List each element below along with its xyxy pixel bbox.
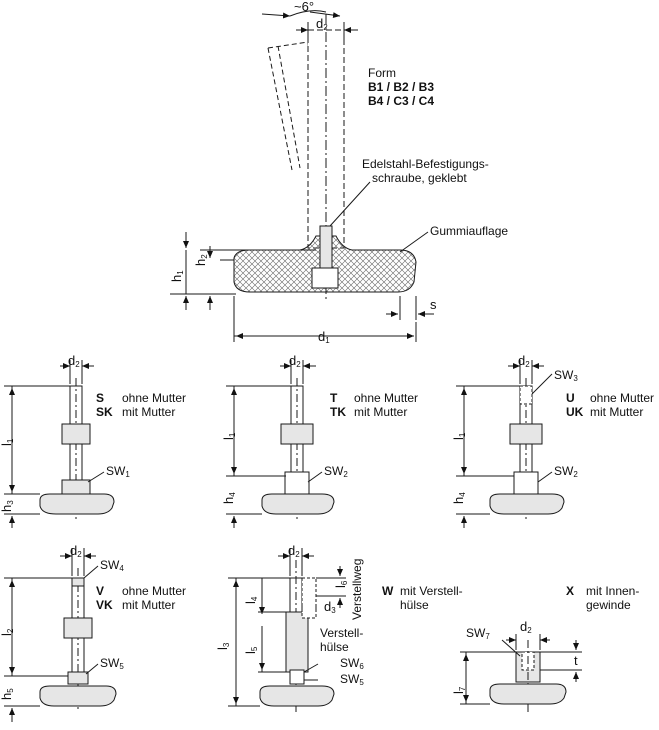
- x-t: t: [574, 653, 578, 668]
- w-l4: l4: [243, 596, 259, 604]
- s-d2: d2: [68, 353, 80, 370]
- h1-label: h1: [169, 270, 185, 282]
- sub-view-v: [4, 548, 117, 722]
- x-d2: d2: [520, 619, 532, 636]
- s-l1: l1: [0, 438, 15, 446]
- x-sw7: SW7: [466, 626, 490, 641]
- u-code: U: [566, 391, 575, 405]
- vk-code: VK: [96, 598, 113, 612]
- uk-text: mit Mutter: [590, 405, 644, 419]
- x-code: X: [566, 584, 575, 598]
- tk-code: TK: [330, 405, 346, 419]
- d2-label-top: d2: [316, 16, 328, 33]
- u-d2: d2: [518, 353, 530, 370]
- w-caption-2: hülse: [400, 598, 429, 612]
- v-code: V: [96, 584, 105, 598]
- v-d2: d2: [70, 543, 82, 560]
- t-d2: d2: [289, 353, 301, 370]
- w-d2: d2: [288, 543, 300, 560]
- s-text: ohne Mutter: [122, 391, 187, 405]
- w-sw5: SW5: [340, 672, 364, 687]
- v-h5: h5: [0, 688, 15, 700]
- t-text: ohne Mutter: [354, 391, 419, 405]
- sub-view-w: [228, 548, 346, 712]
- main-foot-view: [170, 10, 434, 342]
- form-label: Form: [368, 66, 396, 80]
- tk-text: mit Mutter: [354, 405, 408, 419]
- t-code: T: [330, 391, 338, 405]
- h2-label: h2: [193, 254, 209, 266]
- screw-label-2: schraube, geklebt: [372, 171, 467, 185]
- w-code: W: [382, 584, 394, 598]
- v-text: ohne Mutter: [122, 584, 187, 598]
- w-d3: d3: [324, 599, 336, 616]
- w-sleeve-1: Verstell-: [320, 626, 364, 640]
- s-label: s: [430, 297, 437, 312]
- u-sw2: SW2: [554, 464, 578, 479]
- sub-view-u: [456, 360, 565, 528]
- sub-view-x: [460, 634, 582, 712]
- s-sw1: SW1: [106, 464, 130, 479]
- uk-code: UK: [566, 405, 584, 419]
- v-sw4: SW4: [100, 558, 124, 573]
- u-h4: h4: [451, 492, 467, 504]
- s-h3: h3: [0, 500, 15, 512]
- u-sw3: SW3: [554, 368, 578, 383]
- w-l5: l5: [243, 646, 259, 654]
- t-sw2: SW2: [324, 464, 348, 479]
- angle-label: ~6°: [294, 0, 315, 14]
- x-l7: l7: [451, 686, 467, 694]
- x-caption-2: gewinde: [586, 598, 631, 612]
- w-sleeve-2: hülse: [320, 640, 349, 654]
- w-verstellweg: Verstellweg: [350, 558, 364, 620]
- u-l1: l1: [451, 432, 467, 440]
- t-l1: l1: [221, 432, 237, 440]
- sub-view-t: [226, 360, 335, 528]
- v-l2: l2: [0, 628, 15, 636]
- w-caption-1: mit Verstell-: [400, 584, 463, 598]
- screw-label-1: Edelstahl-Befestigungs-: [362, 157, 489, 171]
- w-sw6: SW6: [340, 656, 364, 671]
- sk-text: mit Mutter: [122, 405, 176, 419]
- form-line2: B4 / C3 / C4: [368, 94, 435, 108]
- v-sw5: SW5: [100, 656, 124, 671]
- rubber-label: Gummiauflage: [430, 224, 509, 238]
- t-h4: h4: [221, 492, 237, 504]
- form-line1: B1 / B2 / B3: [368, 80, 435, 94]
- sub-view-s: [4, 360, 115, 528]
- sk-code: SK: [96, 405, 113, 419]
- x-caption-1: mit Innen-: [586, 584, 640, 598]
- d1-label: d1: [318, 329, 330, 346]
- vk-text: mit Mutter: [122, 598, 176, 612]
- s-code: S: [96, 391, 105, 405]
- u-text: ohne Mutter: [590, 391, 655, 405]
- w-l3: l3: [215, 642, 231, 650]
